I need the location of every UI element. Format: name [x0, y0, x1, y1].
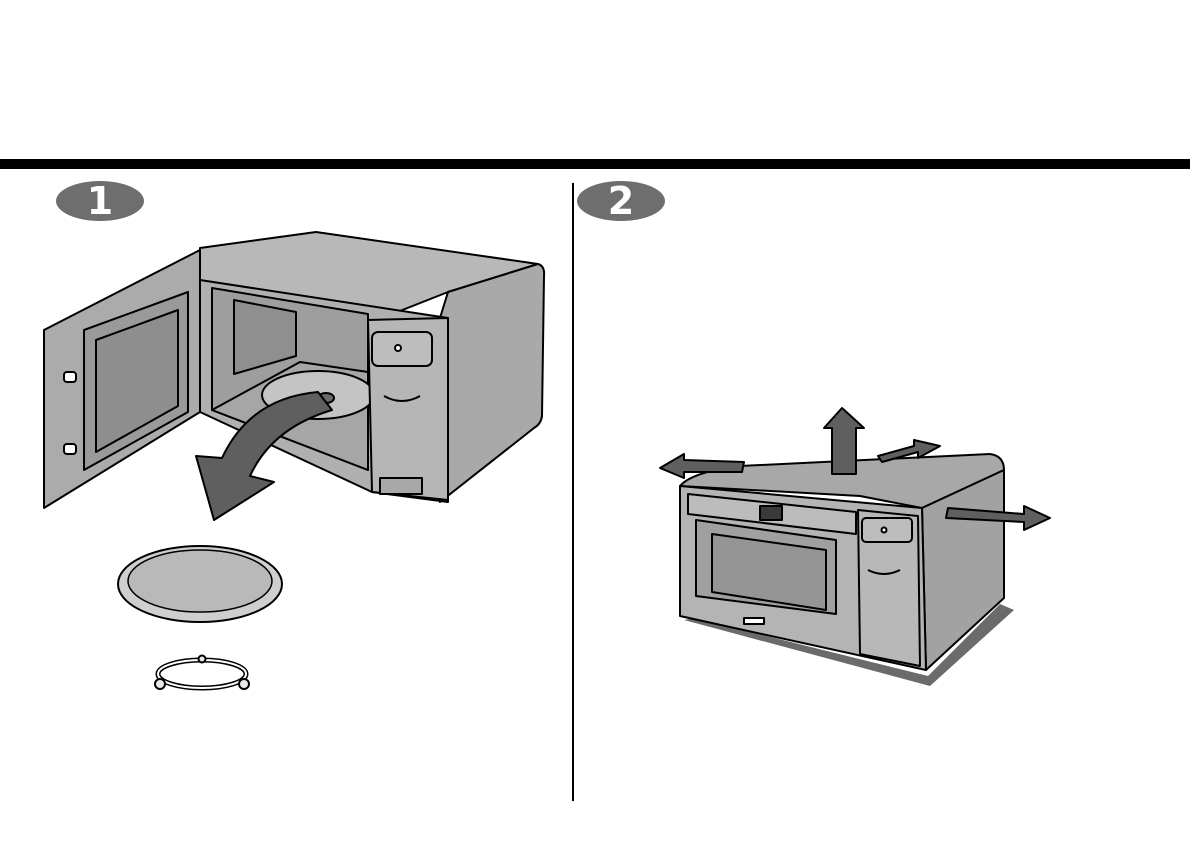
- microwave-closed-illustration: [680, 454, 1004, 670]
- control-knob: [882, 528, 887, 533]
- front-display: [760, 506, 782, 520]
- door-handle-mark: [744, 618, 764, 624]
